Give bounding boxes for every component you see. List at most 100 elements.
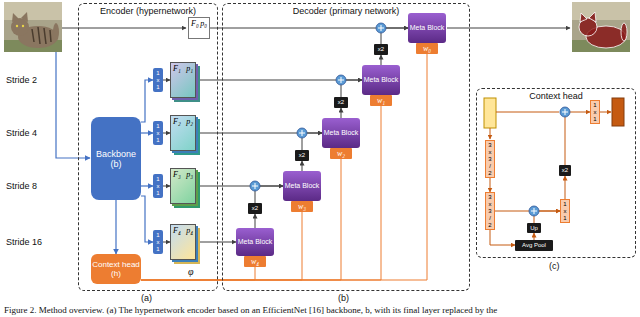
connector	[490, 230, 515, 245]
panel-line	[496, 112, 559, 113]
box-text: x2	[252, 205, 258, 212]
box-text: Meta Block	[410, 24, 445, 32]
sum-symbol	[338, 77, 344, 83]
sum-symbol	[299, 130, 305, 136]
caption: Figure 2. Method overview. (a) The hyper…	[4, 305, 497, 315]
box-text: 1 x 1	[156, 232, 159, 253]
panel-tag: (a)	[141, 293, 152, 303]
feature-map: F₀p₀	[188, 17, 210, 39]
connector	[565, 176, 566, 199]
label-box: (a)	[141, 293, 152, 303]
panel-line	[600, 112, 611, 113]
feature-output	[612, 98, 624, 126]
box-text: Meta Block	[324, 129, 359, 137]
meta-block: Meta Block	[362, 65, 400, 95]
output-photo	[572, 2, 630, 52]
box-text: 1 x 1	[563, 201, 566, 222]
input-photo	[4, 2, 62, 52]
box-text: F₃	[173, 170, 181, 179]
panel-line	[490, 128, 491, 139]
caption-box: Figure 2. Method overview. (a) The hyper…	[4, 305, 497, 316]
stride-label: Stride 8	[6, 181, 37, 191]
panel-tag: (c)	[549, 261, 560, 271]
sum-symbol	[562, 109, 568, 115]
input-photo	[22, 25, 24, 27]
connector	[115, 200, 116, 254]
box-text: F₄	[173, 226, 181, 235]
weight-tag: w₂	[330, 148, 352, 159]
connector	[141, 80, 153, 122]
stride-label: Stride 16	[6, 237, 42, 247]
decoder-region: Decoder (primary network)Meta Blockw₀x2M…	[222, 3, 470, 291]
conv-block: 1 x 1	[153, 121, 163, 145]
sum-symbol	[252, 183, 258, 189]
sum-symbol	[252, 25, 568, 214]
input-photo	[11, 12, 59, 48]
meta-block: Meta Block	[322, 118, 360, 148]
connector	[163, 133, 170, 134]
backbone-block: Backbone (b)	[91, 117, 141, 200]
connector	[495, 211, 560, 212]
input-photo	[4, 2, 62, 52]
weight-tag: w₄	[244, 256, 266, 267]
region-title: Decoder (primary network)	[293, 6, 400, 17]
box-text: w₃	[298, 202, 306, 211]
input-line	[62, 28, 186, 29]
conv-block: 1 x 1	[590, 100, 600, 124]
box-text: 3 x 3 / 2	[488, 142, 491, 177]
label-box: (b)	[338, 293, 349, 303]
region-title: Context head	[529, 91, 583, 102]
symbol-label: φ	[188, 266, 194, 277]
label-box: Stride 8	[6, 181, 37, 191]
label-box: Stride 2	[6, 75, 37, 85]
label-box: Stride 16	[6, 237, 42, 247]
output-photo	[579, 12, 627, 48]
sum-symbol	[560, 107, 570, 117]
connector	[490, 178, 491, 192]
meta-block: Meta Block	[408, 13, 446, 43]
box-text: p₂	[186, 117, 193, 126]
stride-label: Stride 4	[6, 128, 37, 138]
weight-tag: w₀	[416, 43, 438, 54]
sum-symbol	[297, 128, 307, 138]
box-text: x2	[562, 167, 568, 174]
upsample-block: x2	[559, 165, 571, 176]
connector	[163, 186, 170, 187]
connector	[141, 132, 153, 133]
feature-map: F₂p₂	[170, 115, 196, 151]
box-text: Meta Block	[364, 76, 399, 84]
feature-map: F₄p₄	[170, 224, 196, 260]
stride-label: Stride 2	[6, 75, 37, 85]
box-text: w₀	[423, 44, 431, 53]
connector	[255, 214, 256, 228]
conv-block: 1 x 1	[153, 174, 163, 198]
label-box: φ	[188, 266, 194, 277]
region-title: Encoder (hypernetwork)	[100, 6, 196, 17]
sum-symbol	[250, 181, 260, 191]
connector	[302, 161, 303, 171]
sum-symbol	[250, 23, 570, 216]
box-text: w₂	[337, 149, 345, 158]
output-line	[447, 28, 570, 29]
connector	[141, 267, 255, 280]
connector	[141, 196, 153, 242]
weight-tag: w₁	[370, 95, 392, 106]
context-head-panel: Context head 1 x 1 x2 3 x 3 / 2 1 x 1 3 x 3 /…	[476, 88, 636, 258]
box-text: 3 x 3 / 2	[488, 194, 491, 229]
box-text: x2	[378, 46, 384, 53]
box-text: p₀	[200, 19, 207, 28]
box-text: w₁	[377, 96, 385, 105]
connector	[196, 242, 236, 243]
context-head-block: Context head (h)	[91, 254, 141, 284]
input-photo	[32, 27, 51, 44]
connector	[534, 233, 535, 240]
box-text: p₃	[186, 170, 193, 179]
connector	[163, 80, 170, 81]
connector	[141, 54, 427, 280]
connector	[141, 159, 341, 280]
conv-block: 1 x 1	[153, 230, 163, 254]
box-text: x2	[299, 152, 305, 159]
conv-block: 3 x 3 / 2	[485, 140, 495, 178]
box-text: Context head (h)	[91, 260, 141, 278]
